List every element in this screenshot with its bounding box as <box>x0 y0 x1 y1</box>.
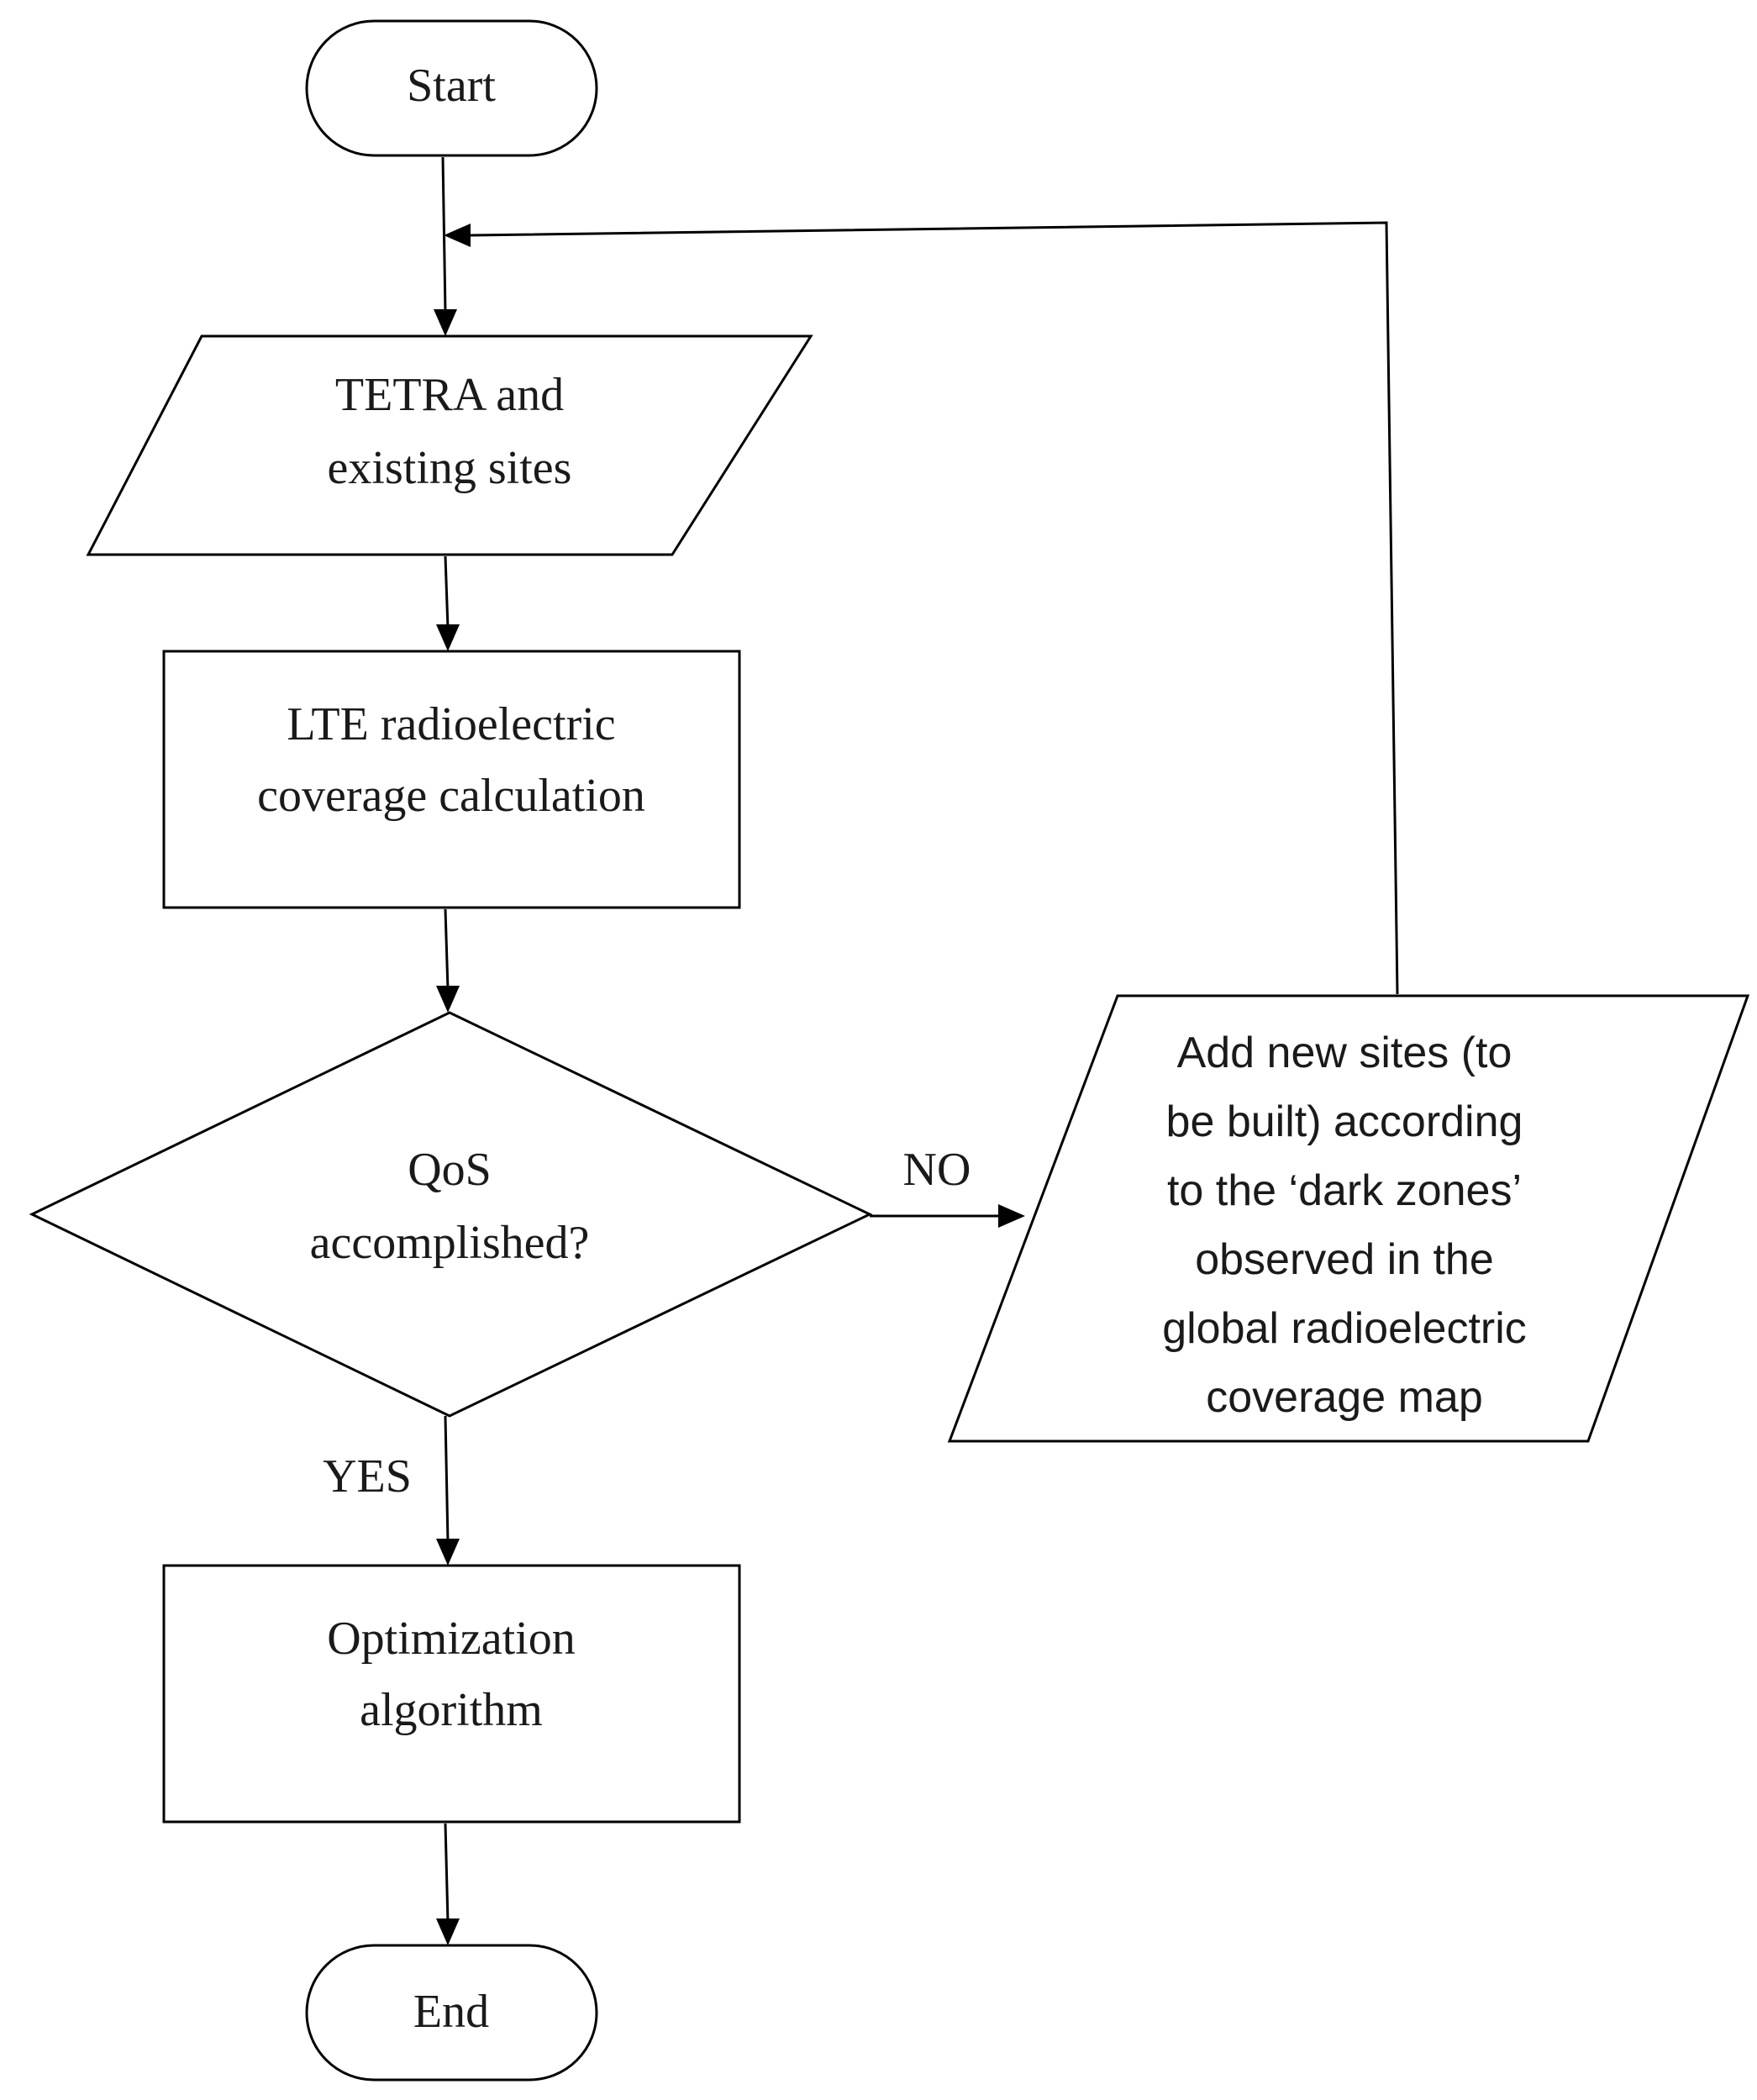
optimization-node: Optimization algorithm <box>162 1564 741 1824</box>
qos-decision-node: QoS accomplished? <box>29 1011 873 1418</box>
input-sites-label-line-2: existing sites <box>328 442 572 494</box>
optimization-label-line-1: Optimization <box>327 1613 576 1665</box>
edge-decision-yes: YES <box>323 1415 460 1566</box>
add-sites-label-line-4: observed in the <box>1195 1235 1494 1284</box>
start-label: Start <box>407 60 496 112</box>
yes-edge-label: YES <box>323 1450 412 1503</box>
coverage-calculation-node: LTE radioelectric coverage calculation <box>162 650 741 909</box>
add-sites-label-line-6: coverage map <box>1206 1373 1483 1422</box>
qos-decision-label-line-1: QoS <box>408 1144 492 1196</box>
add-sites-label-line-2: be built) according <box>1166 1097 1523 1146</box>
input-sites-node: TETRA and existing sites <box>86 334 813 556</box>
input-sites-label-line-1: TETRA and <box>335 369 564 421</box>
edge-start-to-input <box>434 156 457 336</box>
add-sites-label-line-1: Add new sites (to <box>1177 1029 1512 1077</box>
edge-input-to-coverage <box>436 555 460 651</box>
end-label: End <box>413 1986 489 2038</box>
edge-decision-no: NO <box>870 1144 1025 1228</box>
edge-loop-back <box>444 221 1399 995</box>
edge-optimization-to-end <box>436 1823 460 1945</box>
edge-coverage-to-decision <box>436 908 460 1013</box>
qos-decision-label-line-2: accomplished? <box>310 1217 590 1269</box>
coverage-calculation-label-line-2: coverage calculation <box>257 770 645 822</box>
start-node: Start <box>305 19 598 157</box>
no-edge-label: NO <box>903 1144 971 1196</box>
coverage-calculation-label-line-1: LTE radioelectric <box>287 698 615 750</box>
add-sites-label-line-5: global radioelectric <box>1162 1304 1527 1353</box>
add-sites-node: Add new sites (to be built) according to… <box>947 994 1750 1443</box>
add-sites-label-line-3: to the ‘dark zones’ <box>1167 1166 1522 1215</box>
optimization-label-line-2: algorithm <box>360 1684 543 1736</box>
end-node: End <box>305 1944 598 2082</box>
